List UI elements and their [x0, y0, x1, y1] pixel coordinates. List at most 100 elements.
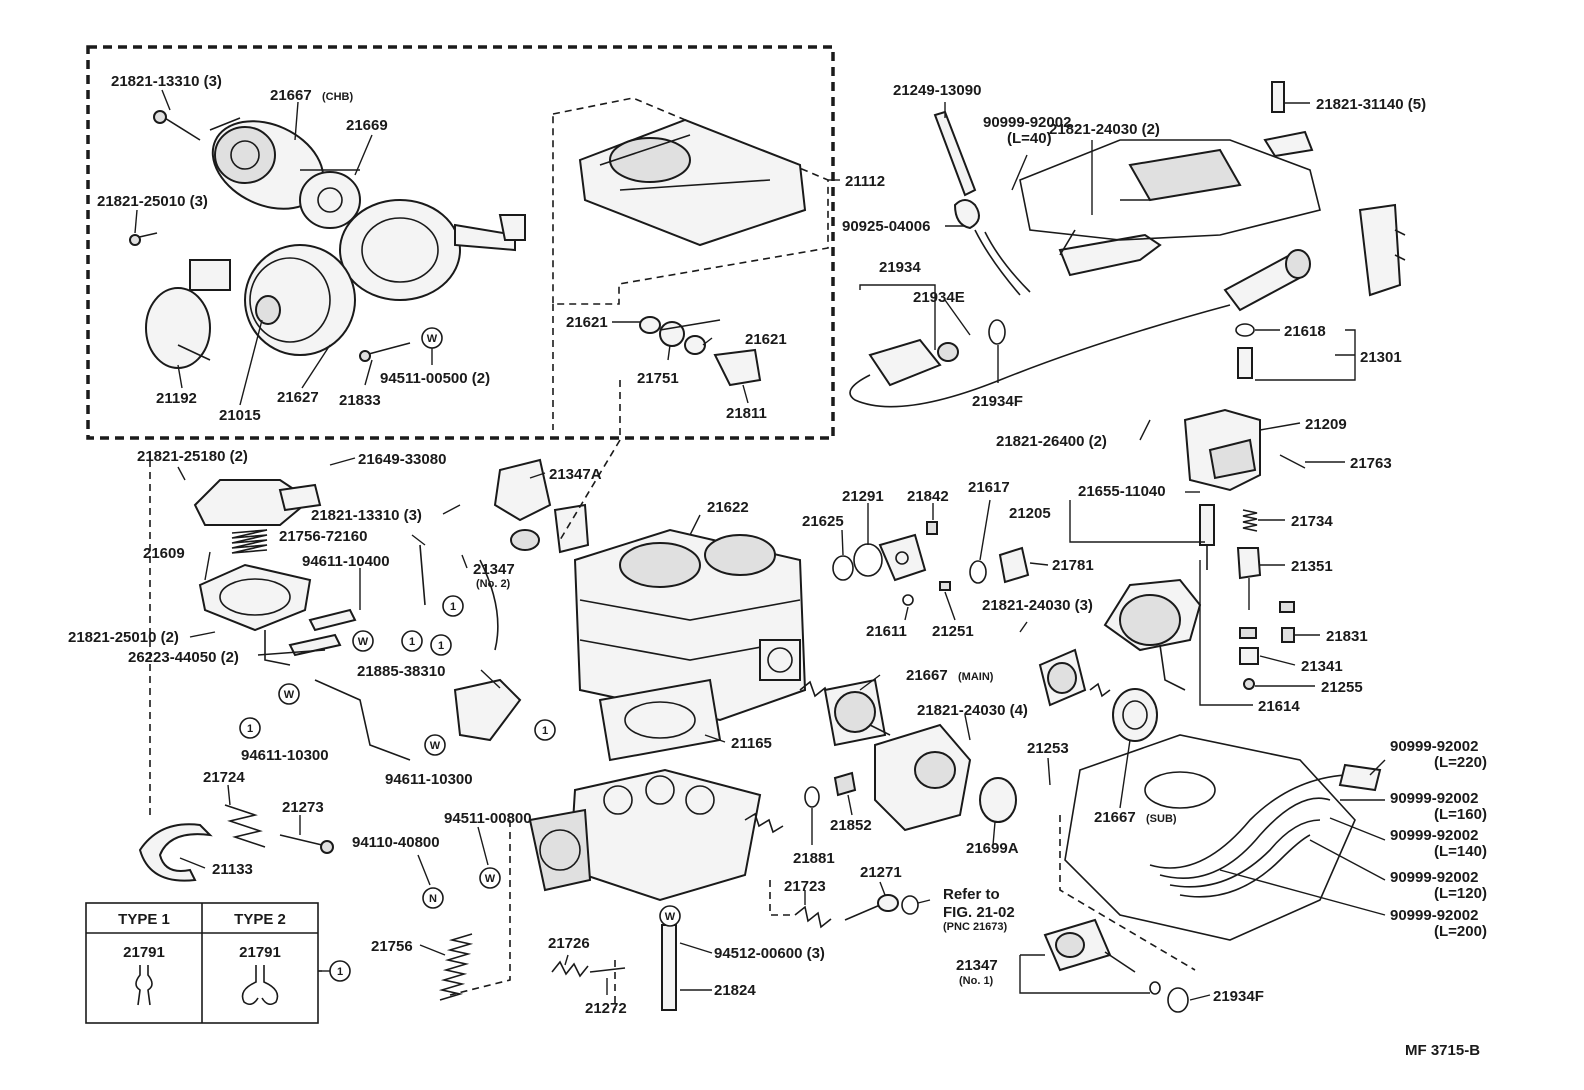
label-21781: 21781: [1052, 557, 1094, 574]
marker-1-e: 1: [534, 719, 556, 741]
type2-header: TYPE 2: [234, 911, 286, 928]
label-21763: 21763: [1350, 455, 1392, 472]
label-21934F-b: 21934F: [1213, 988, 1264, 1005]
intake-outline-top: [1019, 130, 1321, 241]
svg-text:1: 1: [450, 601, 456, 613]
label-26223-44050: 26223-44050 (2): [128, 649, 239, 666]
solenoid-valve-21205: [1103, 504, 1215, 691]
label-94611-10300-b: 94611-10300: [385, 771, 473, 788]
label-21821-13310-a: 21821-13310 (3): [111, 73, 222, 90]
label-94611-10400: 94611-10400: [302, 553, 390, 570]
hose-21249: [933, 110, 1031, 296]
carburetor-body-21622: [573, 528, 807, 762]
marker-w-94611-10300-b: W: [424, 734, 446, 756]
leader-lines: [134, 89, 1386, 1010]
spring-21609: [231, 529, 268, 554]
marker-1-c: 1: [430, 634, 452, 656]
label-21621-b: 21621: [745, 331, 787, 348]
label-21627: 21627: [277, 389, 319, 406]
svg-text:1: 1: [247, 723, 253, 735]
label-94511-00800: 94511-00800: [444, 810, 532, 827]
marker-w-94511-00500: W: [421, 327, 443, 349]
label-21249-13090: 21249-13090: [893, 82, 981, 99]
label-21821-24030-a: 21821-24030 (2): [1049, 121, 1160, 138]
label-90999-220-l: (L=220): [1434, 754, 1487, 771]
label-21821-13310-b: 21821-13310 (3): [311, 507, 422, 524]
pump-cover-21699A: [874, 723, 1017, 832]
label-21649-33080: 21649-33080: [358, 451, 446, 468]
clip-type1-icon: [135, 965, 153, 1006]
label-21255: 21255: [1321, 679, 1363, 696]
label-90999-120: 90999-92002: [1390, 869, 1478, 886]
label-90999-140-l: (L=140): [1434, 843, 1487, 860]
svg-text:W: W: [358, 636, 369, 648]
solenoid-21301: [1223, 249, 1311, 379]
label-94511-00500: 94511-00500 (2): [380, 370, 490, 387]
solenoid-21347-no1: [1043, 918, 1189, 1013]
label-21723: 21723: [784, 878, 826, 895]
pump-21347A: [493, 458, 590, 554]
label-21209: 21209: [1305, 416, 1347, 433]
marker-1-d: 1: [239, 717, 261, 739]
label-21614: 21614: [1258, 698, 1300, 715]
label-21821-25010-b: 21821-25010 (2): [68, 629, 179, 646]
hoses-90999-92002: [1149, 763, 1382, 898]
flange-21165: [528, 768, 784, 902]
label-refer-fig: FIG. 21-02: [943, 904, 1015, 921]
label-21667-chb: 21667: [270, 87, 312, 104]
screws-upper-left: [129, 110, 411, 362]
label-21833: 21833: [339, 392, 381, 409]
label-21272: 21272: [585, 1000, 627, 1017]
marker-w-94611-10400: W: [352, 630, 374, 652]
switch-assembly-21934: [849, 304, 1231, 408]
marker-w-94611-10300-a: W: [278, 683, 300, 705]
gaskets-21625-21291: [832, 521, 1030, 606]
label-21351: 21351: [1291, 558, 1333, 575]
type1-header: TYPE 1: [118, 911, 170, 928]
label-94512-00600: 94512-00600 (3): [714, 945, 825, 962]
diaphragm-21667-main: [799, 678, 891, 747]
label-21852: 21852: [830, 817, 872, 834]
svg-text:1: 1: [438, 640, 444, 652]
label-21609: 21609: [143, 545, 185, 562]
label-21821-24030-c: 21821-24030 (4): [917, 702, 1028, 719]
valve-stack-right: [1236, 509, 1295, 690]
lower-springs-screws: [551, 924, 677, 1011]
label-21821-31140: 21821-31140 (5): [1316, 96, 1426, 113]
marker-1-a: 1: [442, 595, 464, 617]
label-21611: 21611: [866, 623, 907, 640]
label-21934E: 21934E: [913, 289, 965, 306]
diaphragm-21667-sub: [1038, 648, 1158, 742]
label-21205: 21205: [1009, 505, 1051, 522]
label-21341: 21341: [1301, 658, 1343, 675]
label-21253: 21253: [1027, 740, 1069, 757]
label-21015: 21015: [219, 407, 261, 424]
label-21273: 21273: [282, 799, 324, 816]
intake-outline-lower: [1059, 734, 1356, 971]
svg-text:W: W: [284, 689, 295, 701]
label-21824: 21824: [714, 982, 756, 999]
label-21751: 21751: [637, 370, 679, 387]
label-90999-120-l: (L=120): [1434, 885, 1487, 902]
bracket-plate-21821-24030: [1058, 199, 1162, 277]
diaphragm-plate-21609: [198, 563, 312, 666]
label-21669: 21669: [346, 117, 388, 134]
label-90999-220: 90999-92002: [1390, 738, 1478, 755]
label-90999-140: 90999-92002: [1390, 827, 1478, 844]
marker-1-b: 1: [401, 630, 423, 652]
type2-part: 21791: [239, 944, 281, 961]
label-21617: 21617: [968, 479, 1010, 496]
label-21934: 21934: [879, 259, 921, 276]
marker-n-94110-40800: N: [422, 887, 444, 909]
air-horn-21112: [578, 118, 807, 247]
throttle-bracket-right: [1358, 203, 1406, 297]
label-21347A: 21347A: [549, 466, 602, 483]
label-21724: 21724: [203, 769, 245, 786]
label-21192: 21192: [156, 390, 197, 407]
marker-w-94512-00600: W: [659, 905, 681, 927]
svg-text:W: W: [430, 740, 441, 752]
label-94611-10300-a: 94611-10300: [241, 747, 329, 764]
label-21667-sub-sub: (SUB): [1146, 813, 1177, 825]
label-21821-25180: 21821-25180 (2): [137, 448, 248, 465]
